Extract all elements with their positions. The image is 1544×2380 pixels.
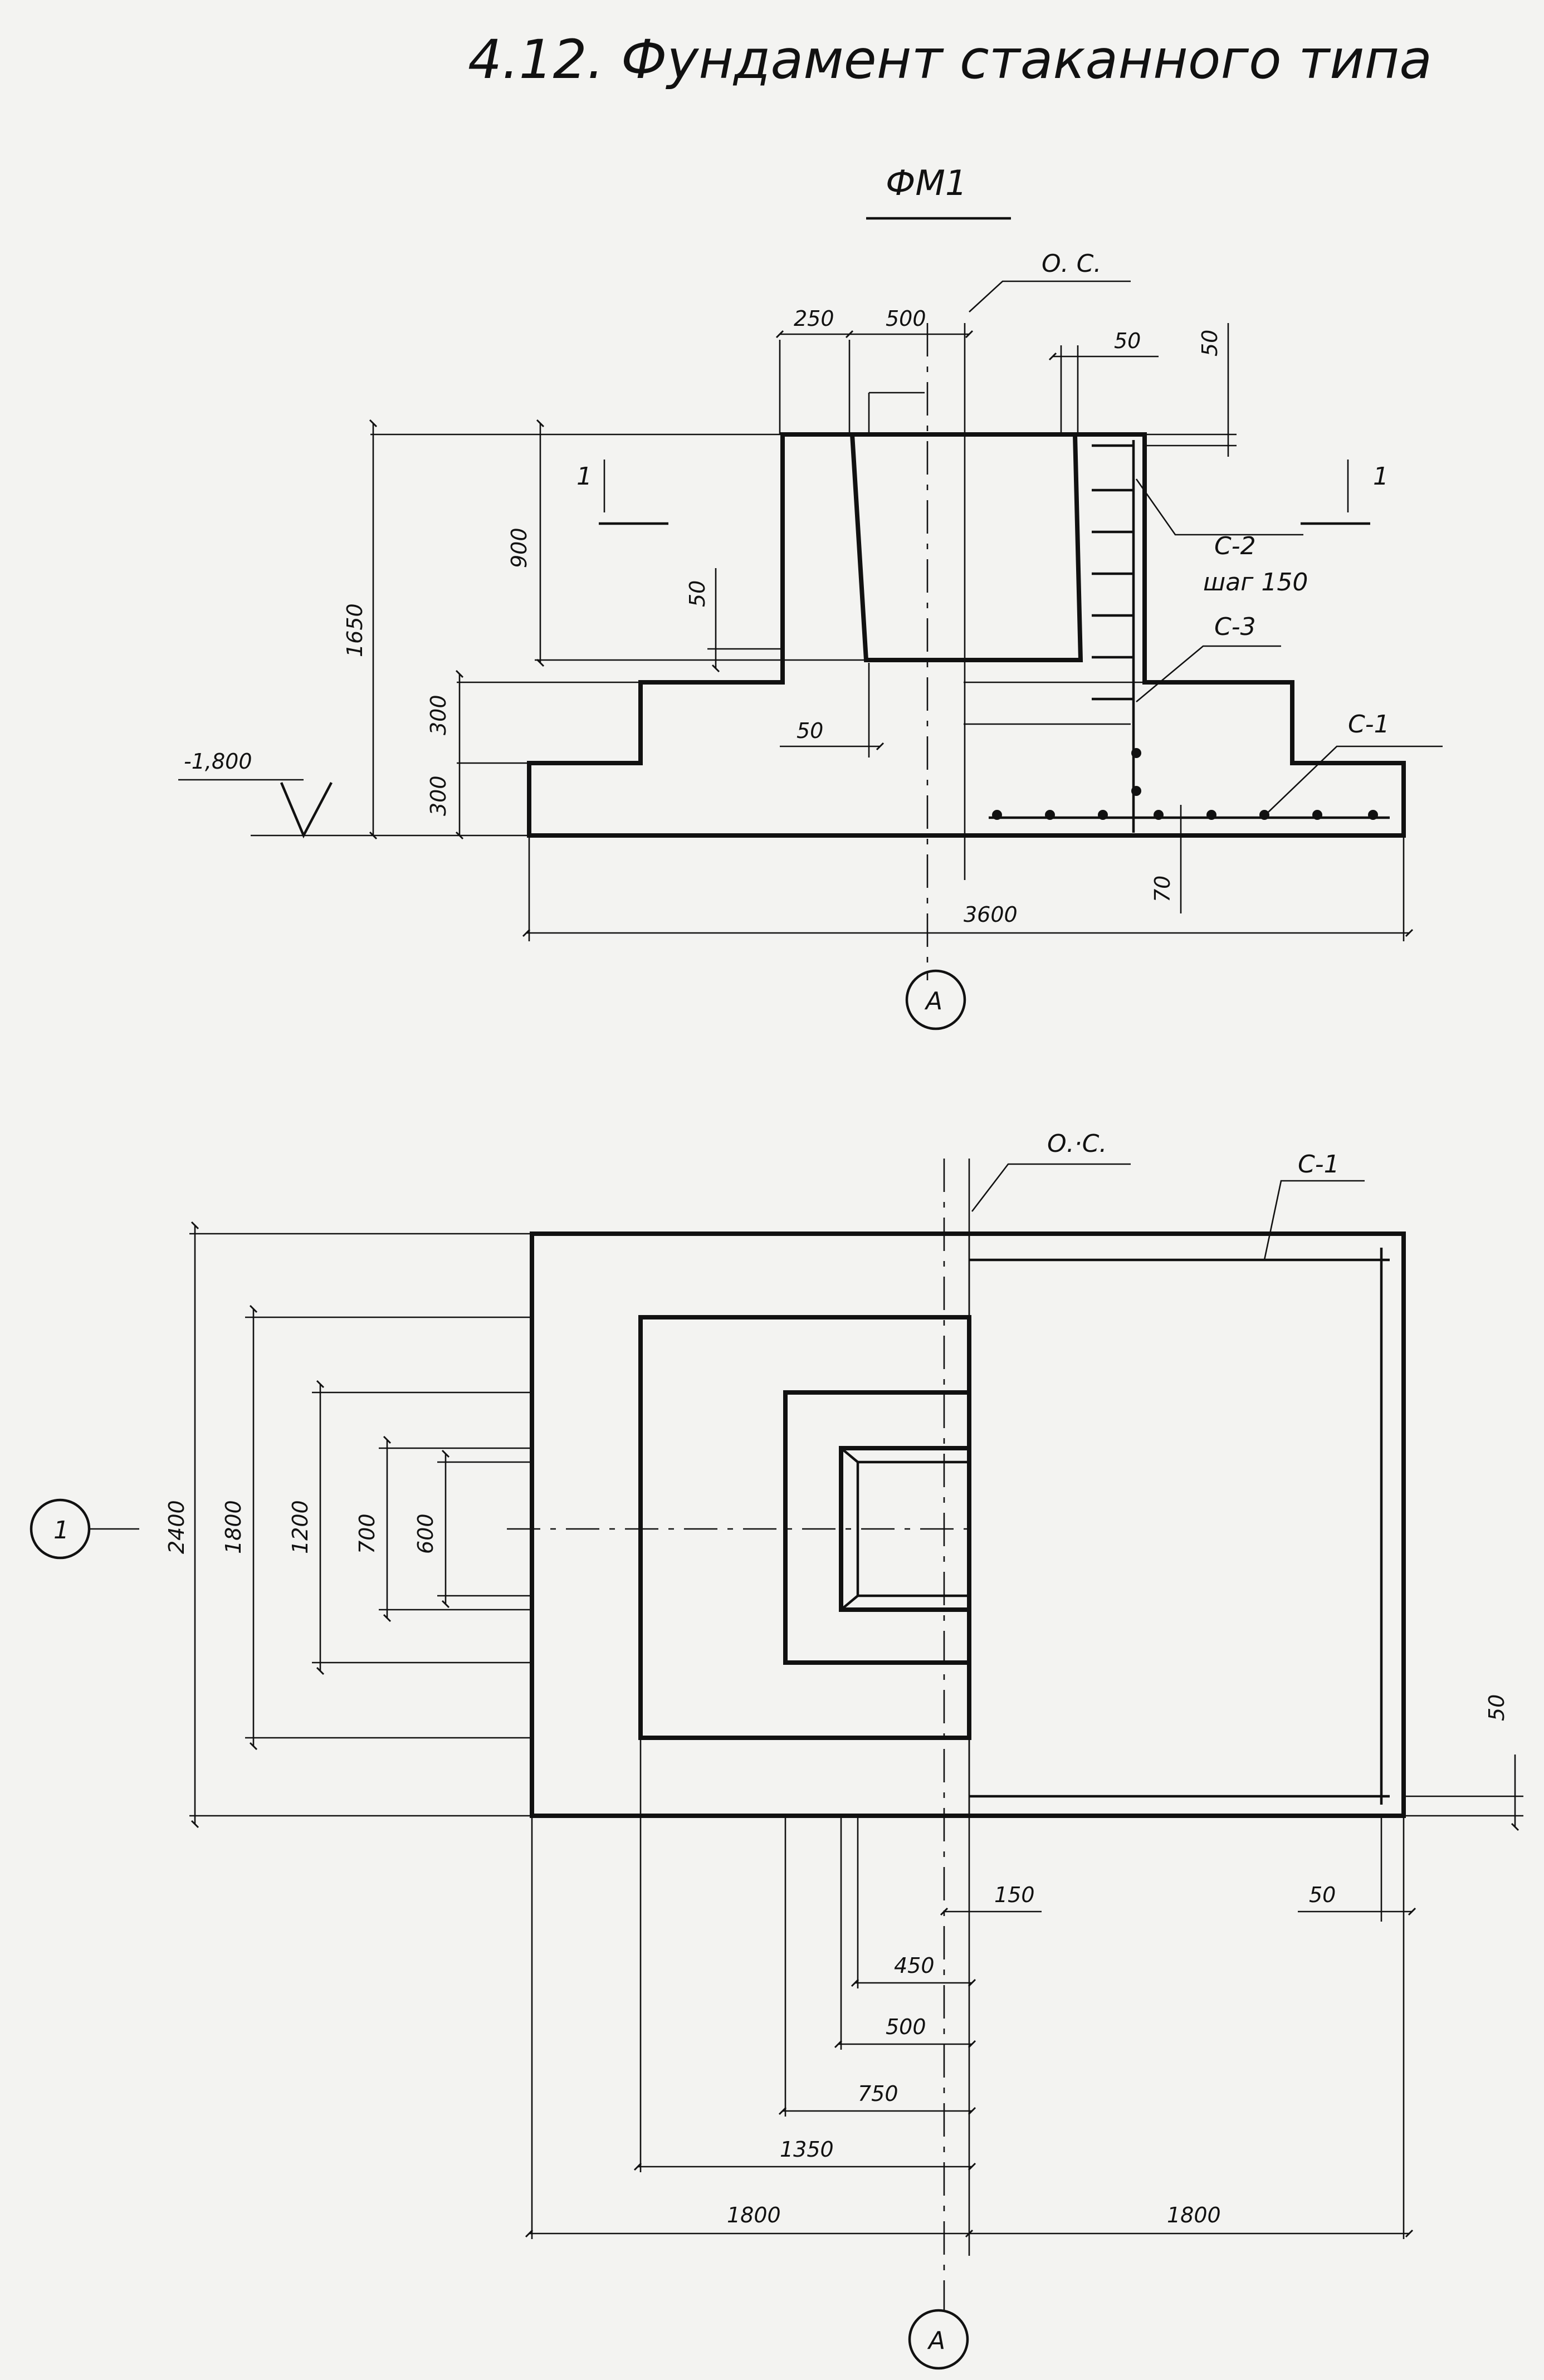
dim-250: 250	[794, 306, 834, 331]
plan-center-leader	[971, 1163, 1131, 1212]
dim-300-upper: 300	[426, 695, 451, 735]
dim-1800-right: 1800	[1167, 2203, 1221, 2227]
foundation-section-outline	[527, 432, 1406, 838]
callout-c3: С-3	[1214, 613, 1256, 641]
dim-50-right: 50	[1198, 330, 1222, 356]
plan-underglass	[783, 1390, 971, 1665]
dim-450: 450	[894, 1953, 935, 1978]
dim-150: 150	[994, 1883, 1035, 1907]
plan-step	[638, 1315, 971, 1740]
dim-1200: 1200	[288, 1500, 312, 1554]
plan-glass-inner	[856, 1460, 969, 1597]
dim-1800-v: 1800	[221, 1500, 246, 1554]
center-axis-leader	[969, 280, 1131, 312]
level-mark: -1,800	[184, 749, 252, 774]
callout-c2: С-2	[1214, 532, 1256, 560]
plan-center-label: О.·С.	[1047, 1130, 1107, 1158]
rebar-c2-ticks	[1092, 444, 1133, 701]
dim-50-bottom: 50	[797, 719, 823, 743]
dim-2400: 2400	[164, 1500, 189, 1554]
axis-bubble-a-section-label: А	[924, 987, 942, 1015]
center-axis-label: О. С.	[1042, 250, 1101, 278]
plan-callout-c1: С-1	[1298, 1150, 1340, 1179]
axis-bubble-a-section	[905, 969, 966, 1030]
dim-50-plan-right: 50	[1484, 1694, 1509, 1721]
plan-c1-leader	[1263, 1180, 1365, 1260]
callout-c1: С-1	[1348, 710, 1390, 739]
c1-leader	[1267, 745, 1443, 814]
glass-corner	[840, 1447, 859, 1463]
cut-label-right: 1	[1373, 462, 1389, 491]
plan-right-half	[968, 1233, 1405, 1817]
dim-1650: 1650	[343, 603, 367, 657]
axis-bubble-1-label: 1	[53, 1516, 69, 1545]
dim-3600: 3600	[964, 902, 1018, 927]
dim-1800-left: 1800	[727, 2203, 781, 2227]
c3-leader	[1136, 645, 1281, 702]
callout-c2-step: шаг 150	[1203, 568, 1308, 597]
dim-50-plan: 50	[1309, 1883, 1336, 1907]
section-view: О. С. 250 500 50 50 1650 900 50 300 300	[178, 250, 1443, 1030]
c2-leader	[1135, 478, 1303, 536]
plan-view: О.·С. С-1 2400 1800 1200 700 600 1	[30, 1130, 1523, 2370]
dim-70: 70	[1150, 876, 1175, 902]
axis-bubble-a-plan	[908, 2309, 969, 2370]
glass-socket	[850, 434, 1083, 662]
page-title: 4.12. Фундамент стаканного типа	[468, 28, 1432, 91]
dim-700: 700	[355, 1513, 379, 1554]
cut-label-left: 1	[576, 462, 592, 491]
dim-500: 500	[886, 306, 926, 331]
dim-600: 600	[413, 1513, 438, 1554]
dim-50-top: 50	[1114, 329, 1141, 353]
level-triangle	[280, 781, 333, 839]
dim-900: 900	[507, 527, 531, 568]
rebar-dots	[992, 748, 1378, 820]
glass-corner	[840, 1595, 859, 1611]
dim-500-plan: 500	[886, 2015, 926, 2039]
dim-1350: 1350	[780, 2137, 834, 2162]
dim-300-lower: 300	[426, 775, 451, 816]
axis-bubble-a-plan-label: А	[927, 2327, 945, 2355]
dim-glass-50: 50	[685, 580, 710, 607]
mark-label: ФМ1	[886, 163, 967, 203]
dim-750: 750	[858, 2081, 898, 2106]
